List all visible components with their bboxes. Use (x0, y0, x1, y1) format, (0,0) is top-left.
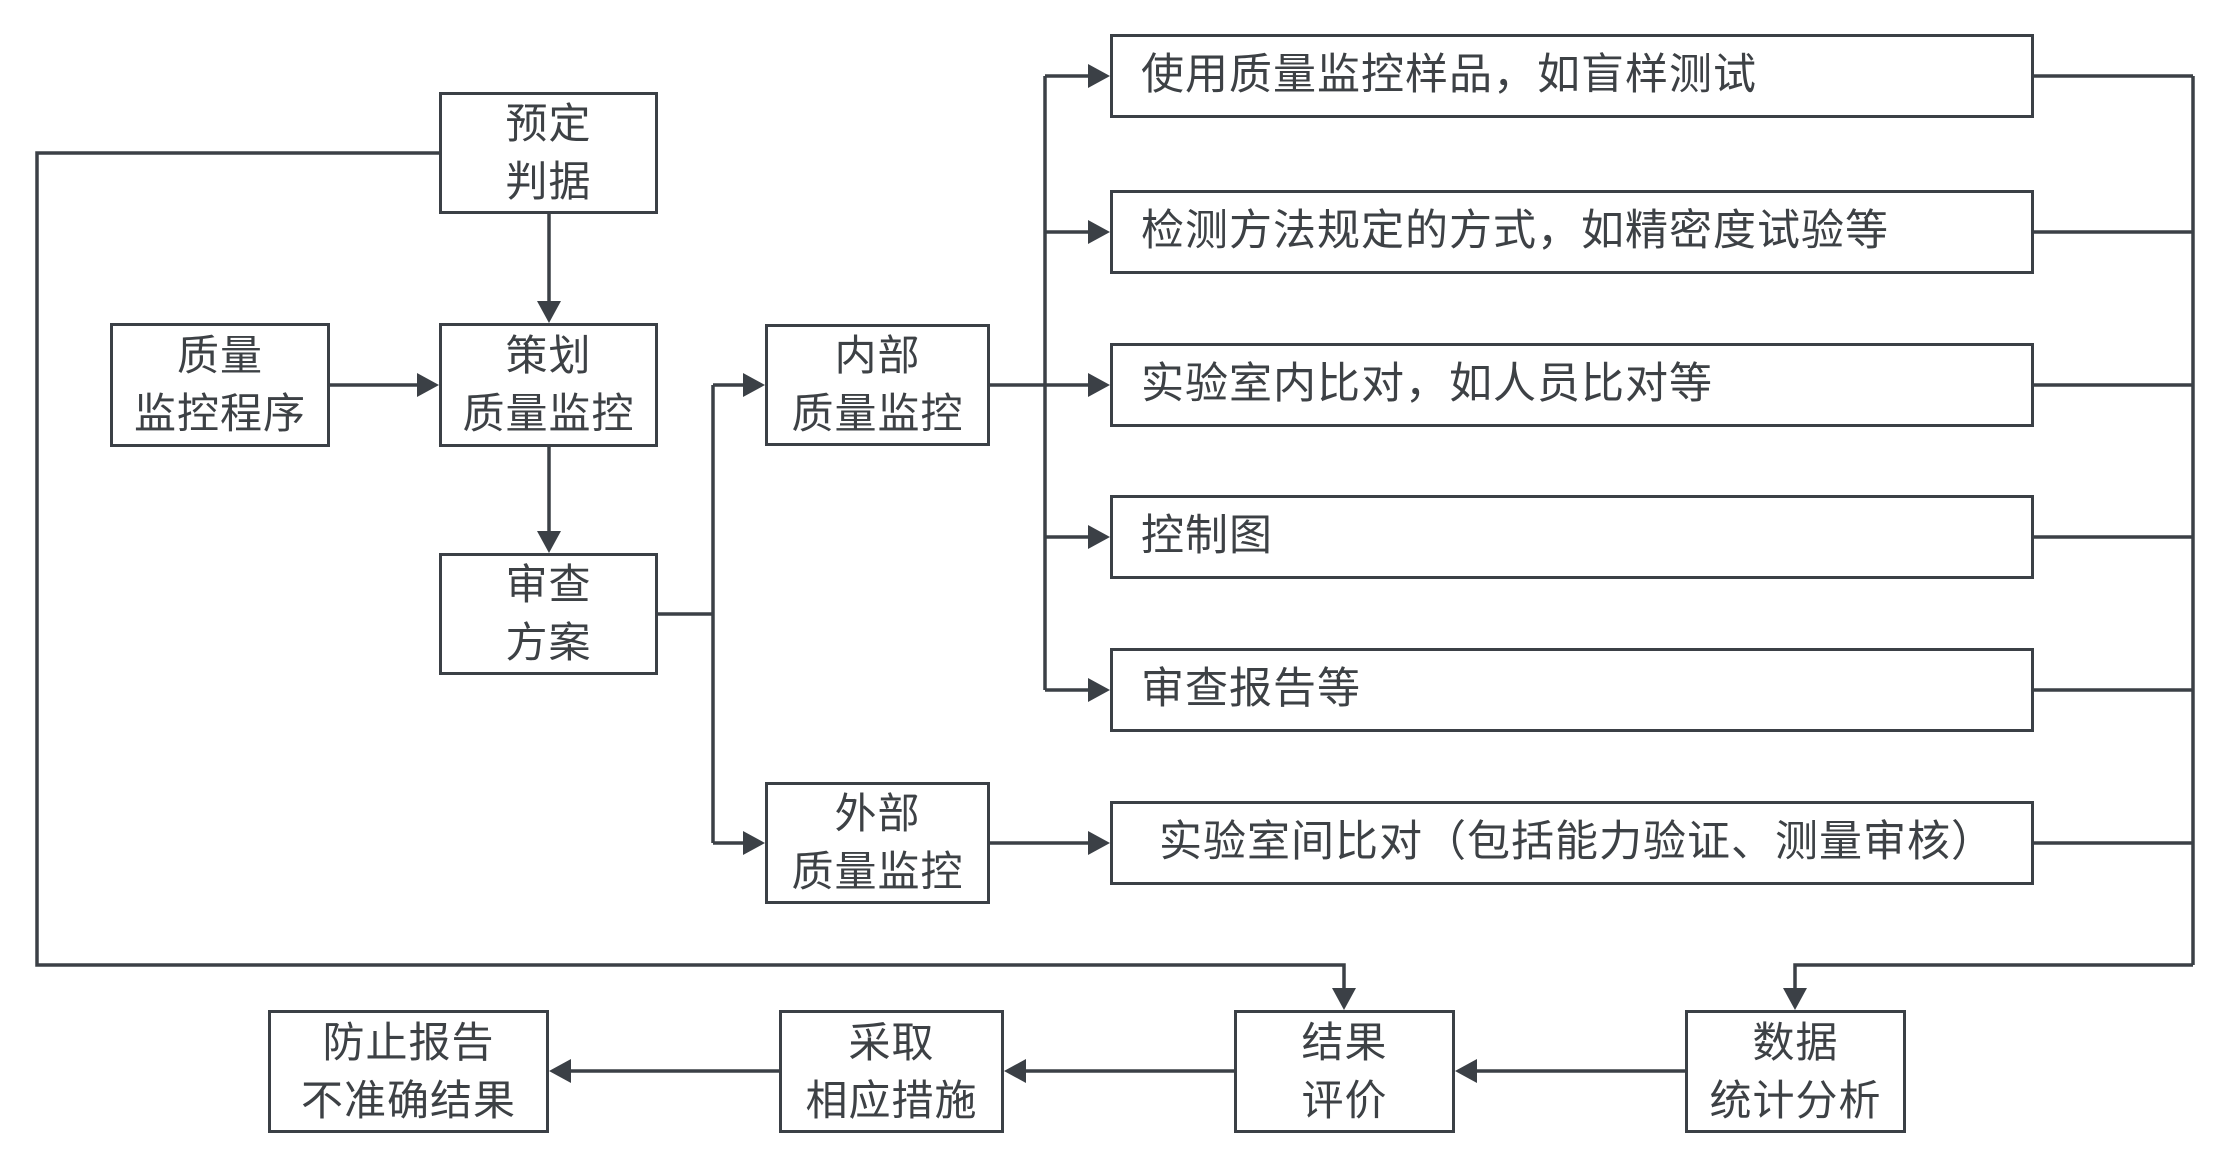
node-data-statistical-analysis: 数据 统计分析 (1685, 1010, 1906, 1133)
connector-trunk3-to-data-analysis (1793, 963, 2193, 990)
arrowhead-into-method1 (1088, 64, 1110, 88)
arrowhead-into-result-right (1455, 1059, 1477, 1083)
arrowhead-into-review (537, 531, 561, 553)
arrowhead-into-external (743, 831, 765, 855)
arrowhead-into-method6 (1088, 831, 1110, 855)
node-method-interlab-comparison: 实验室间比对（包括能力验证、测量审核） (1110, 801, 2034, 885)
node-quality-monitoring-program: 质量 监控程序 (110, 323, 330, 447)
node-plan-quality-monitoring: 策划 质量监控 (439, 323, 658, 447)
node-external-quality-monitoring: 外部 质量监控 (765, 782, 990, 904)
arrowhead-into-result-evaluation (1332, 988, 1356, 1010)
arrowhead-into-method5 (1088, 678, 1110, 702)
node-method-control-chart: 控制图 (1110, 495, 2034, 579)
node-predetermined-criteria: 预定 判据 (439, 92, 658, 214)
arrowhead-into-data-analysis (1783, 988, 1807, 1010)
connector-criteria-to-result-evaluation (35, 151, 1346, 990)
arrowhead-into-method4 (1088, 525, 1110, 549)
node-prevent-inaccurate-results: 防止报告 不准确结果 (268, 1010, 549, 1133)
arrowhead-into-measures (1004, 1059, 1026, 1083)
node-method-blind-sample: 使用质量监控样品，如盲样测试 (1110, 34, 2034, 118)
arrowhead-into-plan (537, 301, 561, 323)
arrowhead-into-method2 (1088, 220, 1110, 244)
node-review-plan: 审查 方案 (439, 553, 658, 675)
node-method-review-reports: 审查报告等 (1110, 648, 2034, 732)
arrowhead-into-internal (743, 373, 765, 397)
node-take-measures: 采取 相应措施 (779, 1010, 1004, 1133)
arrowhead-into-prevent (549, 1059, 571, 1083)
node-method-specified-by-test-method: 检测方法规定的方式，如精密度试验等 (1110, 190, 2034, 274)
node-method-intralab-comparison: 实验室内比对，如人员比对等 (1110, 343, 2034, 427)
arrowhead-into-method3 (1088, 373, 1110, 397)
node-result-evaluation: 结果 评价 (1234, 1010, 1455, 1133)
node-internal-quality-monitoring: 内部 质量监控 (765, 324, 990, 446)
arrowhead-into-plan-left (417, 373, 439, 397)
